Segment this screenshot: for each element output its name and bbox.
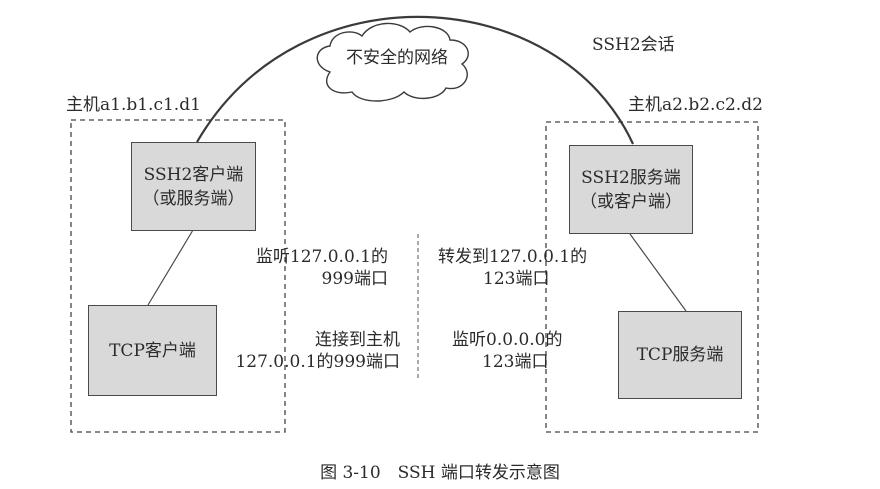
ssh2-client-subtitle: （或服务端） — [142, 188, 245, 209]
note-listen-right-line2: 123端口 — [482, 352, 549, 372]
tcp-server-label: TCP服务端 — [636, 345, 724, 365]
note-listen-left-line2: 999端口 — [321, 269, 388, 289]
tcp-client-label: TCP客户端 — [109, 340, 196, 361]
ssh2-server-subtitle: （或客户端） — [580, 191, 682, 212]
host-right-label: 主机a2.b2.c2.d2 — [628, 95, 763, 115]
network-cloud — [316, 22, 469, 102]
note-listen-right: 监听0.0.0.0的 123端口 — [452, 329, 562, 373]
ssh-session-arc — [196, 15, 634, 145]
connector-right — [629, 233, 687, 312]
ssh2-server-title: SSH2服务端 — [581, 167, 681, 188]
tcp-server-box: TCP服务端 — [618, 311, 742, 399]
note-connect-left-line1: 连接到主机 — [315, 330, 400, 350]
connector-left — [147, 229, 194, 306]
host-left-label: 主机a1.b1.c1.d1 — [66, 95, 201, 115]
note-listen-left-line1: 监听127.0.0.1的 — [255, 247, 388, 267]
figure-caption: 图 3-10 SSH 端口转发示意图 — [320, 463, 560, 483]
note-listen-right-line1: 监听0.0.0.0的 — [452, 330, 563, 350]
note-connect-left-line2: 127.0.0.1的999端口 — [235, 352, 400, 372]
ssh2-client-title: SSH2客户端 — [143, 164, 244, 185]
note-forward-right: 转发到127.0.0.1的 123端口 — [438, 246, 587, 290]
session-label: SSH2会话 — [592, 35, 675, 55]
tcp-client-box: TCP客户端 — [88, 305, 217, 396]
network-label: 不安全的网络 — [346, 48, 448, 68]
note-forward-right-line1: 转发到127.0.0.1的 — [438, 247, 588, 267]
host-left-boundary — [70, 119, 286, 433]
note-connect-left: 连接到主机 127.0.0.1的999端口 — [232, 329, 400, 373]
note-forward-right-line2: 123端口 — [483, 269, 550, 289]
ssh2-server-box: SSH2服务端 （或客户端） — [569, 145, 693, 234]
note-listen-left: 监听127.0.0.1的 999端口 — [248, 246, 388, 290]
ssh2-client-box: SSH2客户端 （或服务端） — [131, 142, 256, 231]
